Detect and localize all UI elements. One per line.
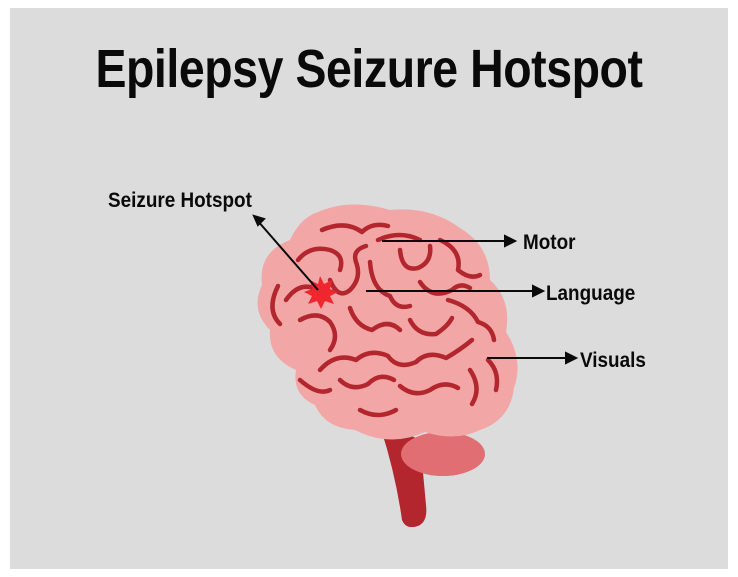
label-seizure-hotspot: Seizure Hotspot	[108, 189, 252, 213]
visuals-arrowhead	[566, 353, 576, 363]
language-arrowhead	[533, 286, 543, 296]
label-language: Language	[546, 282, 635, 306]
label-visuals: Visuals	[580, 349, 646, 373]
cerebellum	[401, 432, 485, 476]
motor-arrowhead	[505, 236, 515, 246]
hotspot-arrowhead	[254, 216, 264, 225]
label-motor: Motor	[523, 231, 575, 255]
